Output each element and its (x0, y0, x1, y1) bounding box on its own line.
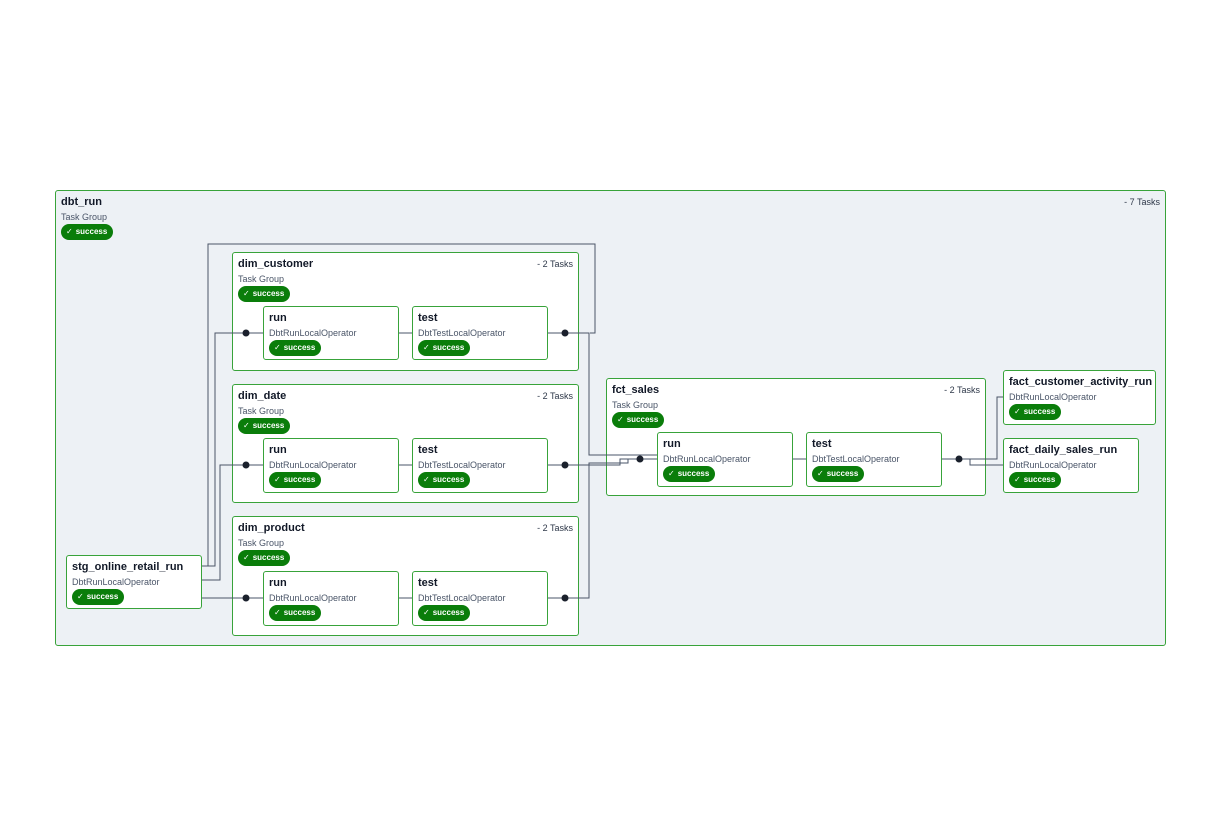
task-node-stg-online-retail-run[interactable]: stg_online_retail_run DbtRunLocalOperato… (66, 555, 202, 609)
group-type: Task Group (238, 406, 285, 416)
edge-endpoint-dot (242, 461, 250, 469)
status-badge: ✓success (269, 340, 322, 356)
edge-stg-to-dim-customer-run (202, 243, 596, 567)
task-operator: DbtRunLocalOperator (269, 593, 357, 603)
group-type: Task Group (238, 538, 285, 548)
check-icon: ✓ (243, 289, 250, 298)
group-title: fct_sales (612, 384, 660, 396)
check-icon: ✓ (1014, 407, 1021, 416)
status-badge: ✓success (269, 472, 322, 488)
task-node-fct-sales-test[interactable]: test DbtTestLocalOperator ✓success (806, 432, 942, 487)
status-badge: ✓success (418, 605, 471, 621)
task-count[interactable]: - 2 Tasks (537, 391, 573, 401)
group-title: dim_date (238, 390, 287, 402)
edge-fct-sales-test-to-fact-daily-sales-run (942, 458, 1003, 466)
task-title: test (418, 577, 438, 589)
status-badge: ✓success (238, 286, 291, 302)
task-operator: DbtRunLocalOperator (72, 577, 160, 587)
task-operator: DbtRunLocalOperator (1009, 392, 1097, 402)
check-icon: ✓ (423, 608, 430, 617)
status-badge: ✓success (61, 224, 114, 240)
check-icon: ✓ (77, 592, 84, 601)
check-icon: ✓ (1014, 475, 1021, 484)
status-badge: ✓success (269, 605, 322, 621)
task-count[interactable]: - 2 Tasks (944, 385, 980, 395)
status-badge: ✓success (238, 550, 291, 566)
edge-endpoint-dot (242, 329, 250, 337)
group-type: Task Group (238, 274, 285, 284)
task-node-dim-product-test[interactable]: test DbtTestLocalOperator ✓success (412, 571, 548, 626)
edge-endpoint-dot (561, 329, 569, 337)
task-title: fact_customer_activity_run (1009, 376, 1153, 388)
task-title: run (269, 312, 287, 324)
task-node-dim-product-run[interactable]: run DbtRunLocalOperator ✓success (263, 571, 399, 626)
task-node-fact-daily-sales-run[interactable]: fact_daily_sales_run DbtRunLocalOperator… (1003, 438, 1139, 493)
task-title: test (418, 312, 438, 324)
group-title: dim_product (238, 522, 305, 534)
edge-dim-product-test-to-fct-sales-run (548, 458, 657, 599)
status-badge: ✓success (1009, 404, 1062, 420)
group-type: Task Group (61, 212, 108, 222)
check-icon: ✓ (617, 415, 624, 424)
task-count[interactable]: - 2 Tasks (537, 259, 573, 269)
task-operator: DbtTestLocalOperator (418, 460, 506, 470)
status-badge: ✓success (812, 466, 865, 482)
edge-endpoint-dot (636, 455, 644, 463)
task-title: run (269, 444, 287, 456)
task-node-fact-customer-activity-run[interactable]: fact_customer_activity_run DbtRunLocalOp… (1003, 370, 1156, 425)
status-badge: ✓success (663, 466, 716, 482)
task-title: test (418, 444, 438, 456)
status-badge: ✓success (72, 589, 125, 605)
task-node-dim-customer-run[interactable]: run DbtRunLocalOperator ✓success (263, 306, 399, 360)
status-badge: ✓success (418, 472, 471, 488)
status-badge: ✓success (418, 340, 471, 356)
task-operator: DbtRunLocalOperator (1009, 460, 1097, 470)
check-icon: ✓ (423, 343, 430, 352)
status-badge: ✓success (612, 412, 665, 428)
check-icon: ✓ (274, 608, 281, 617)
task-count[interactable]: - 2 Tasks (537, 523, 573, 533)
check-icon: ✓ (274, 343, 281, 352)
group-title: dim_customer (238, 258, 314, 270)
group-title: dbt_run (61, 196, 102, 208)
check-icon: ✓ (243, 553, 250, 562)
check-icon: ✓ (66, 227, 73, 236)
task-count[interactable]: - 7 Tasks (1124, 197, 1160, 207)
task-title: run (269, 577, 287, 589)
task-title: stg_online_retail_run (72, 561, 184, 573)
task-node-dim-date-run[interactable]: run DbtRunLocalOperator ✓success (263, 438, 399, 493)
task-title: test (812, 438, 832, 450)
task-node-dim-date-test[interactable]: test DbtTestLocalOperator ✓success (412, 438, 548, 493)
task-node-fct-sales-run[interactable]: run DbtRunLocalOperator ✓success (657, 432, 793, 487)
check-icon: ✓ (274, 475, 281, 484)
task-operator: DbtRunLocalOperator (269, 328, 357, 338)
task-operator: DbtTestLocalOperator (418, 593, 506, 603)
edge-stg-to-dim-customer-run-inner (202, 332, 263, 567)
check-icon: ✓ (243, 421, 250, 430)
edge-dim-customer-test-to-fct-sales-run (548, 332, 657, 456)
task-title: fact_daily_sales_run (1009, 444, 1118, 456)
edge-fct-sales-test-to-fact-customer-activity-run (942, 396, 1003, 460)
edge-endpoint-dot (561, 461, 569, 469)
task-title: run (663, 438, 681, 450)
status-badge: ✓success (1009, 472, 1062, 488)
task-operator: DbtTestLocalOperator (418, 328, 506, 338)
edge-endpoint-dot (242, 594, 250, 602)
group-type: Task Group (612, 400, 659, 410)
task-node-dim-customer-test[interactable]: test DbtTestLocalOperator ✓success (412, 306, 548, 360)
task-operator: DbtRunLocalOperator (663, 454, 751, 464)
edge-endpoint-dot (955, 455, 963, 463)
status-badge: ✓success (238, 418, 291, 434)
edge-stg-to-dim-date-run (202, 464, 263, 581)
task-operator: DbtRunLocalOperator (269, 460, 357, 470)
task-operator: DbtTestLocalOperator (812, 454, 900, 464)
check-icon: ✓ (668, 469, 675, 478)
check-icon: ✓ (817, 469, 824, 478)
edge-endpoint-dot (561, 594, 569, 602)
check-icon: ✓ (423, 475, 430, 484)
